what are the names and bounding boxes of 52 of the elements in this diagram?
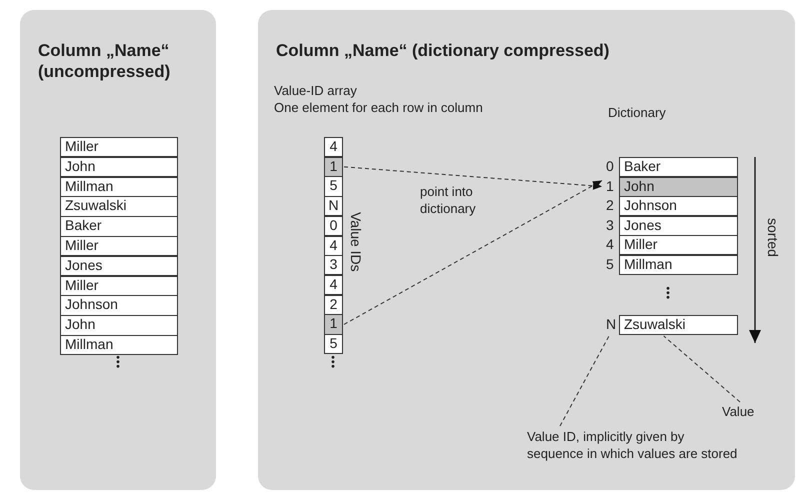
name-value: Jones [60,256,178,276]
name-value: John [60,156,178,178]
dictionary-value: John [619,176,738,197]
axis-label: sorted [764,218,781,257]
value-id: 0 [606,158,614,175]
caption-text: One element for each row in column [274,99,483,116]
name-value: Millman [60,176,178,197]
value-id: 4 [606,236,614,253]
value-id: 3 [606,216,614,234]
value-id: 4 [324,236,343,256]
dashed-arrow [344,166,602,190]
axis-label: Value IDs [347,212,364,272]
leader-line [663,336,740,402]
value-id: 1 [324,156,343,177]
panel-background [258,10,795,490]
value-id: 5 [324,334,343,354]
value-id: 1 [324,314,343,335]
dictionary-value: Baker [619,157,738,178]
name-value: Baker [60,216,178,237]
dictionary-value: Millman [619,254,738,275]
value-id: 4 [324,274,343,296]
panel-title: Column „Name“ (uncompressed) [38,40,172,82]
name-value: Zsuwalski [60,196,178,217]
caption-text: Dictionary [608,104,666,121]
value-id: 3 [324,255,343,276]
annotation-text: point into dictionary [420,183,477,217]
leader-line [560,336,610,426]
value-id: 2 [324,294,343,315]
value-id: N [606,316,616,333]
name-value: Johnson [60,295,178,316]
dictionary-value: Zsuwalski [619,315,738,335]
annotation-text: Value [722,403,772,421]
value-id: 1 [606,178,614,194]
panel-background [20,10,216,490]
value-id: 5 [324,176,343,197]
value-id: 5 [606,256,614,272]
value-id: 2 [606,197,614,214]
name-value: Miller [60,276,178,296]
value-id: 4 [324,137,343,158]
value-id: 0 [324,216,343,236]
panel-title: Column „Name“ (dictionary compressed) [276,40,610,61]
dashed-arrow [344,180,602,325]
dictionary-value: Johnson [619,196,738,216]
dictionary-value: Jones [619,216,738,236]
name-value: John [60,315,178,336]
annotation-text: Value ID, implicitly given by sequence in which values are stored [527,428,742,484]
dictionary-value: Miller [619,235,738,256]
caption-text: Value-ID array [274,82,357,99]
name-value: Millman [60,335,178,356]
name-value: Miller [60,137,178,158]
value-id: N [324,196,343,216]
name-value: Miller [60,236,178,256]
